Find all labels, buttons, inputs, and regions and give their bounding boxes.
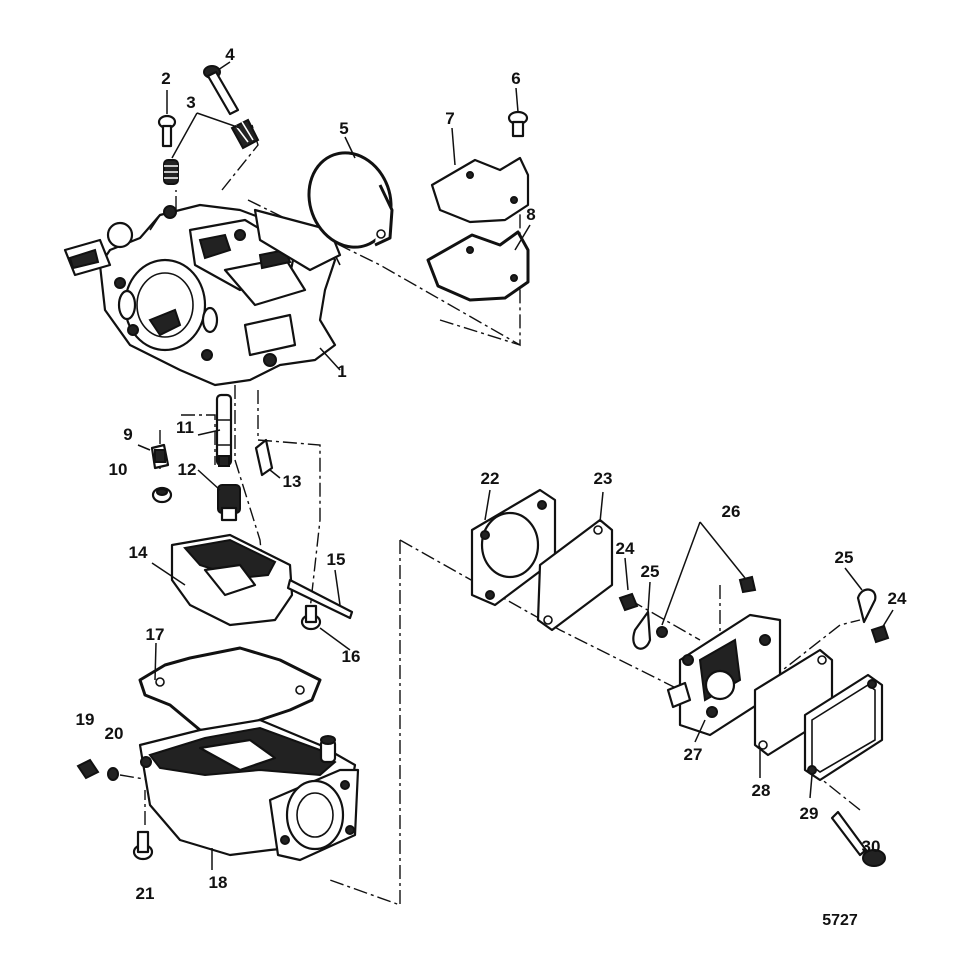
gasket-ring bbox=[307, 151, 394, 249]
callout-11: 11 bbox=[176, 418, 194, 437]
callout-22: 22 bbox=[481, 469, 500, 488]
callout-1: 1 bbox=[337, 362, 346, 381]
callout-5: 5 bbox=[339, 119, 348, 138]
bowl-gasket bbox=[138, 646, 322, 737]
callout-25: 25 bbox=[835, 548, 854, 567]
float-bowl bbox=[138, 718, 360, 862]
figure-number: 5727 bbox=[822, 912, 858, 929]
callout-29: 29 bbox=[800, 804, 819, 823]
callout-10: 10 bbox=[109, 460, 128, 479]
callout-2: 2 bbox=[161, 69, 170, 88]
callout-28: 28 bbox=[752, 781, 771, 800]
callout-27: 27 bbox=[684, 745, 703, 764]
fuel-pump bbox=[470, 488, 890, 867]
callout-30: 30 bbox=[862, 837, 881, 856]
callout-16: 16 bbox=[342, 647, 361, 666]
jets bbox=[150, 393, 274, 522]
callout-14: 14 bbox=[129, 543, 148, 562]
callout-15: 15 bbox=[327, 550, 346, 569]
drain-parts bbox=[76, 758, 154, 861]
callout-18: 18 bbox=[209, 873, 228, 892]
callout-19: 19 bbox=[76, 710, 95, 729]
callout-24: 24 bbox=[888, 589, 907, 608]
float-assembly bbox=[170, 533, 354, 631]
callout-21: 21 bbox=[136, 884, 155, 903]
callout-26: 26 bbox=[722, 502, 741, 521]
callout-7: 7 bbox=[445, 109, 454, 128]
top-screws bbox=[157, 65, 260, 185]
callout-9: 9 bbox=[123, 425, 132, 444]
callout-25: 25 bbox=[641, 562, 660, 581]
cover-plates bbox=[426, 110, 530, 302]
callout-17: 17 bbox=[146, 625, 165, 644]
callout-24: 24 bbox=[616, 539, 635, 558]
callout-6: 6 bbox=[511, 69, 520, 88]
carburetor-body bbox=[63, 203, 342, 387]
callout-4: 4 bbox=[225, 45, 235, 64]
callout-8: 8 bbox=[526, 205, 535, 224]
callout-12: 12 bbox=[178, 460, 197, 479]
callout-labels: 1 2 3 4 5 6 7 8 9 10 11 12 13 14 15 16 1… bbox=[76, 45, 907, 929]
callout-23: 23 bbox=[594, 469, 613, 488]
callout-3: 3 bbox=[186, 93, 195, 112]
leader-lines bbox=[137, 61, 894, 870]
callout-20: 20 bbox=[105, 724, 124, 743]
callout-13: 13 bbox=[283, 472, 302, 491]
